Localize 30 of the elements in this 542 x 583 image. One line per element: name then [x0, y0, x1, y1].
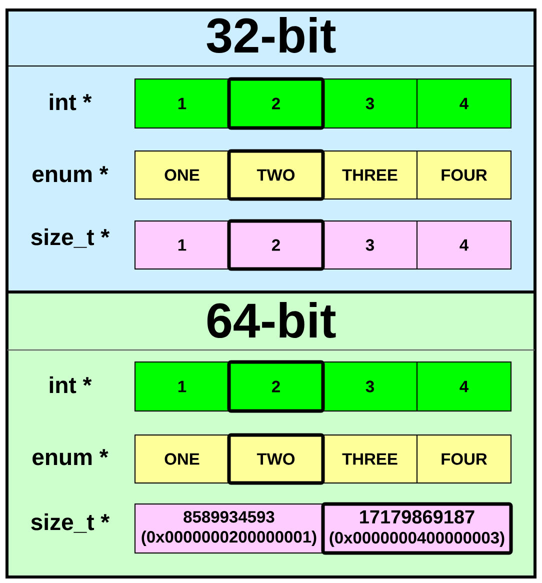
array-cell: THREE	[322, 150, 418, 200]
highlighted-cell: 17179869187 (0x0000000400000003)	[321, 502, 513, 555]
array-cell: 4	[416, 220, 512, 270]
array-cell: 3	[322, 78, 418, 128]
highlighted-cell: 2	[227, 360, 325, 413]
array-cell: ONE	[134, 150, 230, 200]
array-cell: FOUR	[416, 150, 512, 200]
array-cell: ONE	[134, 434, 230, 484]
highlighted-cell: TWO	[227, 433, 325, 485]
row-label: enum *	[32, 166, 108, 182]
row-label: enum *	[32, 449, 108, 466]
row-label: int *	[50, 376, 92, 394]
panel-title: 64-bit	[207, 302, 336, 338]
row-label: size_t *	[31, 228, 110, 248]
row-label: int *	[50, 93, 92, 110]
panel-title: 32-bit	[206, 16, 336, 54]
highlighted-cell: 2	[227, 219, 325, 271]
highlighted-cell: TWO	[227, 149, 325, 201]
row-label: size_t *	[31, 513, 110, 533]
array-cell: 1	[134, 78, 230, 128]
array-cell: FOUR	[416, 434, 512, 484]
array-cell: 1	[134, 220, 230, 270]
highlighted-cell: 2	[227, 77, 325, 130]
array-cell: 3	[322, 362, 418, 412]
array-cell: 4	[416, 78, 512, 128]
array-cell: 8589934593 (0x0000000200000001)	[134, 504, 324, 554]
array-cell: THREE	[322, 434, 418, 484]
array-cell: 4	[416, 362, 512, 412]
array-cell: 3	[322, 220, 418, 270]
array-cell: 1	[134, 362, 230, 412]
